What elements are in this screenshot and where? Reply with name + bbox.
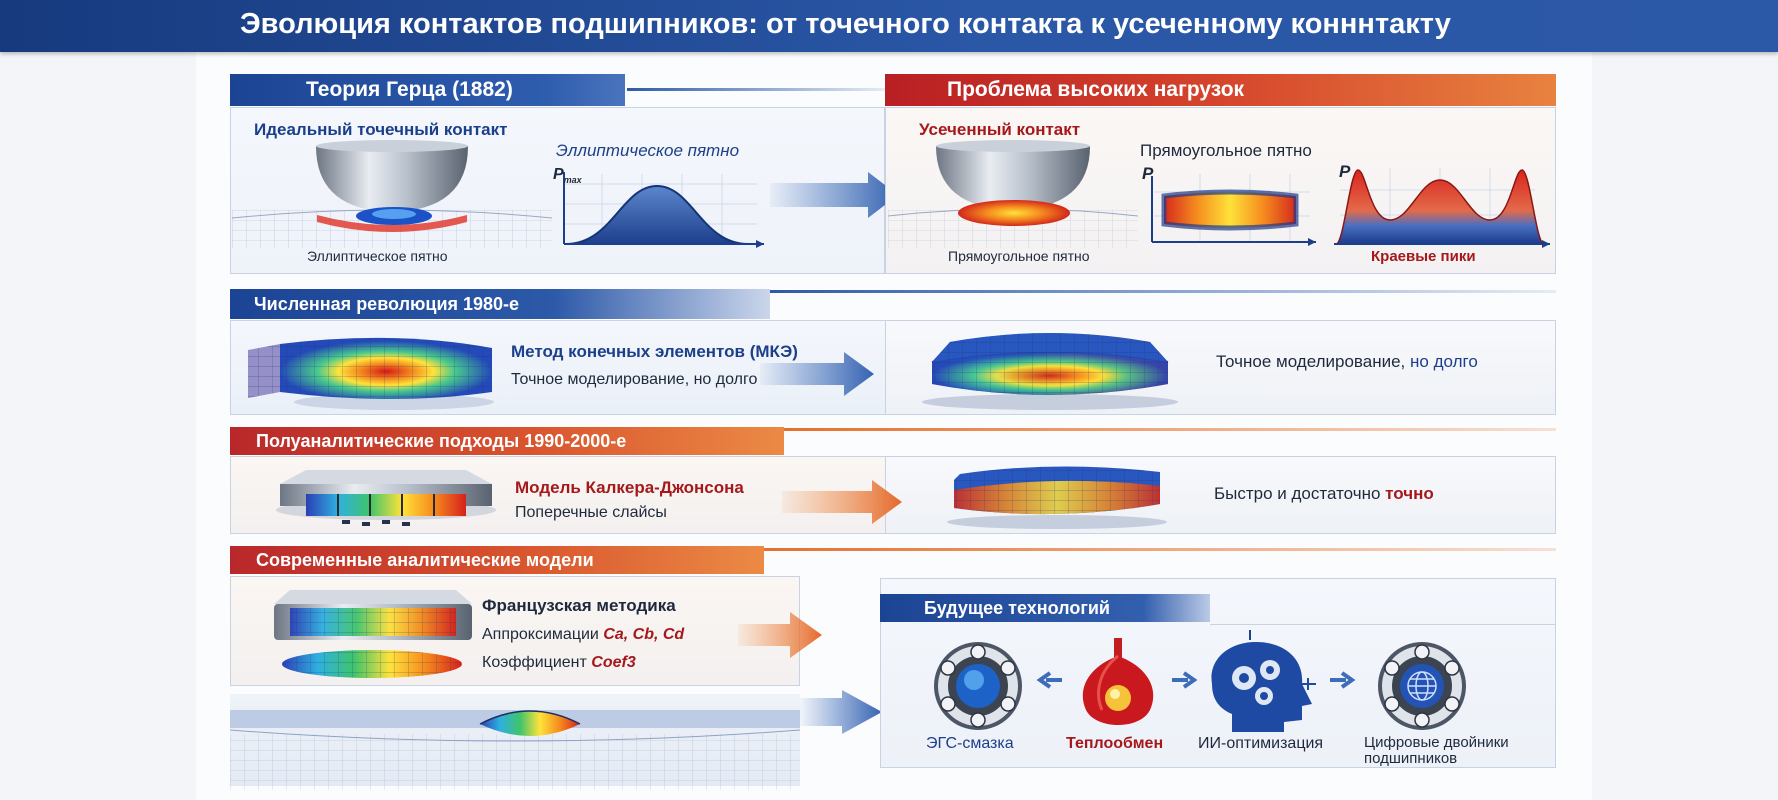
numerical-header-line xyxy=(770,290,1556,293)
semi-header-label: Полуаналитические подходы 1990-2000-е xyxy=(256,431,627,451)
approx-label: Аппроксимации Ca, Cb, Cd xyxy=(482,626,685,643)
numerical-right-text: Точное моделирование, но долго xyxy=(1216,352,1478,371)
hertz-pressure-chart xyxy=(563,172,764,248)
modern-header-line xyxy=(764,548,1556,551)
edge-peaks-y-label: P xyxy=(1339,162,1351,181)
french-method-illustration xyxy=(274,590,472,678)
hertz-header-label: Теория Герца (1882) xyxy=(306,78,513,101)
future-header-line xyxy=(1210,624,1556,625)
hertz-to-highload-arrow xyxy=(770,172,898,218)
semi-header: Полуаналитические подходы 1990-2000-е xyxy=(230,427,784,455)
semi-arrow xyxy=(782,480,902,524)
highload-caption: Прямоугольное пятно xyxy=(948,248,1090,264)
lens-contact-illustration xyxy=(230,690,882,790)
future-item-label-3: Цифровые двойники подшипников xyxy=(1364,734,1509,767)
highload-chart-y-label: P xyxy=(1142,164,1154,183)
modern-header-label: Современные аналитические модели xyxy=(256,550,594,570)
highload-header-label: Проблема высоких нагрузок xyxy=(947,78,1245,101)
fem-method-label: Метод конечных элементов (МКЭ) xyxy=(511,342,798,361)
modern-to-future-arrow xyxy=(738,612,822,658)
title-bar: Эволюция контактов подшипников: от точеч… xyxy=(0,0,1778,52)
edge-peaks-caption: Краевые пики xyxy=(1371,248,1476,265)
kalker-model-label: Модель Калкера-Джонсона xyxy=(515,478,744,497)
future-item-label-2: ИИ-оптимизация xyxy=(1198,735,1324,752)
arrow-right-icon-2 xyxy=(1330,671,1356,689)
semi-slab-illustration xyxy=(947,466,1167,529)
numerical-arrow xyxy=(760,352,874,396)
hertz-chart-title: Эллиптическое пятно xyxy=(556,141,740,160)
bearing-lubrication-icon xyxy=(934,642,1022,730)
arrow-left-icon xyxy=(1036,671,1062,689)
modern-header: Современные аналитические модели xyxy=(230,546,764,574)
fem-desc-label: Точное моделирование, но долго xyxy=(511,371,758,388)
highload-subtitle: Усеченный контакт xyxy=(919,120,1081,139)
edge-peaks-chart xyxy=(1334,168,1550,248)
highload-header: Проблема высоких нагрузок xyxy=(885,74,1556,106)
future-header: Будущее технологий xyxy=(880,594,1210,622)
hertz-caption: Эллиптическое пятно xyxy=(307,248,448,264)
page-title: Эволюция контактов подшипников: от точеч… xyxy=(240,8,1451,40)
heat-transfer-icon xyxy=(1082,638,1154,725)
semi-header-line xyxy=(784,428,1556,431)
digital-twin-bearing-icon xyxy=(1378,642,1466,730)
french-method-label: Французская методика xyxy=(482,596,676,615)
semi-right-text: Быстро и достаточно точно xyxy=(1214,484,1434,503)
numerical-header-label: Численная революция 1980-е xyxy=(254,294,520,314)
hertz-chart-y-label: Pmax xyxy=(553,166,582,186)
hertz-subtitle: Идеальный точечный контакт xyxy=(254,120,508,139)
ai-head-icon xyxy=(1211,630,1316,732)
numerical-header: Численная революция 1980-е xyxy=(230,289,770,319)
slices-desc-label: Поперечные слайсы xyxy=(515,504,667,521)
future-item-label-0: ЭГС-смазка xyxy=(926,735,1014,752)
hertz-header-line xyxy=(627,88,885,91)
highload-chart-title: Прямоугольное пятно xyxy=(1140,141,1312,160)
future-header-label: Будущее технологий xyxy=(924,598,1110,618)
fem-mesh-illustration xyxy=(248,337,494,410)
slices-model-illustration xyxy=(276,470,496,526)
hertz-header: Теория Герца (1882) xyxy=(230,74,625,106)
coef-label: Коэффициент Coef3 xyxy=(482,654,636,671)
future-item-label-1: Теплообмен xyxy=(1066,735,1164,752)
highload-flat-chart xyxy=(1151,174,1316,246)
arrow-right-icon xyxy=(1172,671,1198,689)
highload-ball-illustration xyxy=(888,140,1138,248)
fem-slab-illustration xyxy=(922,333,1178,410)
hertz-ball-illustration xyxy=(232,140,552,248)
